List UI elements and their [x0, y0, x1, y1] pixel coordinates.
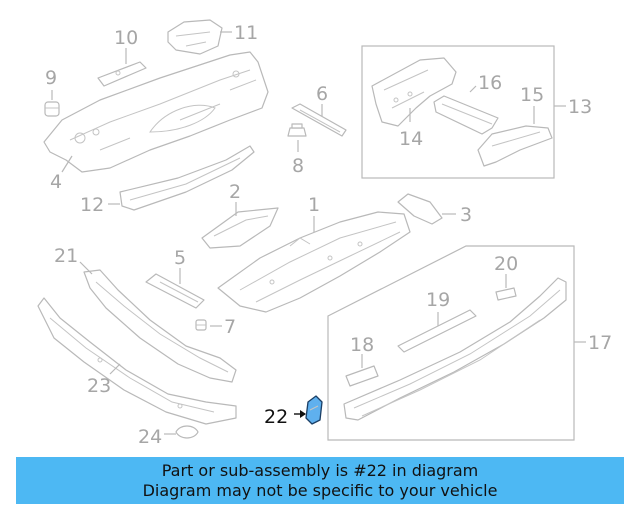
leader-4: [61, 155, 73, 173]
callout-7: 7: [224, 316, 236, 338]
callout-13: 13: [568, 96, 592, 118]
callout-9: 9: [45, 67, 57, 89]
banner-line-disclaimer: Diagram may not be specific to your vehi…: [142, 480, 498, 500]
parts-diagram: 4 9 10 11 6 8 13 14: [37, 19, 612, 448]
subassembly-box-17: [327, 245, 575, 441]
callout-21: 21: [54, 245, 78, 267]
leader-22-arrowhead: [300, 410, 306, 418]
callout-16: 16: [478, 72, 502, 94]
subassembly-box-13: [361, 45, 555, 179]
part-3-bracket: [397, 193, 443, 225]
callout-6: 6: [316, 83, 328, 105]
callout-15: 15: [520, 84, 544, 106]
callout-3: 3: [460, 204, 472, 226]
callout-20: 20: [494, 253, 518, 275]
callout-8: 8: [292, 155, 304, 177]
part-15-member: [477, 125, 553, 167]
callout-1: 1: [308, 194, 320, 216]
banner-line-part: Part or sub-assembly is #22 in diagram: [161, 460, 479, 480]
part-8-grommet: [287, 123, 307, 137]
part-20-patch: [495, 287, 517, 301]
part-side-sill: [343, 277, 567, 421]
part-23-rail: [37, 297, 237, 425]
part-16-member: [433, 95, 499, 135]
part-4-rear-floor: [43, 51, 269, 173]
part-18-bracket: [345, 365, 379, 387]
part-21-rail: [83, 269, 237, 383]
part-12-member: [119, 145, 255, 211]
part-22-bracket: [305, 395, 323, 425]
part-10-bracket: [97, 61, 147, 87]
part-7-bolt: [195, 319, 207, 331]
callout-18: 18: [350, 334, 374, 356]
part-2-panel: [201, 207, 279, 249]
callout-23: 23: [87, 375, 111, 397]
part-24-plug: [175, 425, 199, 439]
callout-12: 12: [80, 194, 104, 216]
part-6-rail: [291, 103, 347, 137]
part-5-bracket: [145, 273, 205, 309]
callout-5: 5: [174, 247, 186, 269]
callout-17: 17: [588, 332, 612, 354]
callout-19: 19: [426, 289, 450, 311]
leader-23: [109, 363, 121, 375]
info-banner: Part or sub-assembly is #22 in diagram D…: [16, 457, 624, 504]
leader-21: [79, 261, 93, 275]
leader-16: [469, 85, 477, 93]
callout-4: 4: [50, 171, 62, 193]
callout-14: 14: [399, 128, 423, 150]
part-19-reinforcement: [397, 309, 477, 353]
callout-22: 22: [264, 406, 288, 428]
callout-10: 10: [114, 27, 138, 49]
part-14-member: [371, 57, 457, 127]
callout-24: 24: [138, 426, 162, 448]
callout-11: 11: [234, 22, 258, 44]
callout-2: 2: [229, 181, 241, 203]
part-11-bracket: [167, 19, 223, 55]
part-9-grommet: [44, 101, 60, 117]
part-1-floor-panel: [217, 211, 411, 313]
